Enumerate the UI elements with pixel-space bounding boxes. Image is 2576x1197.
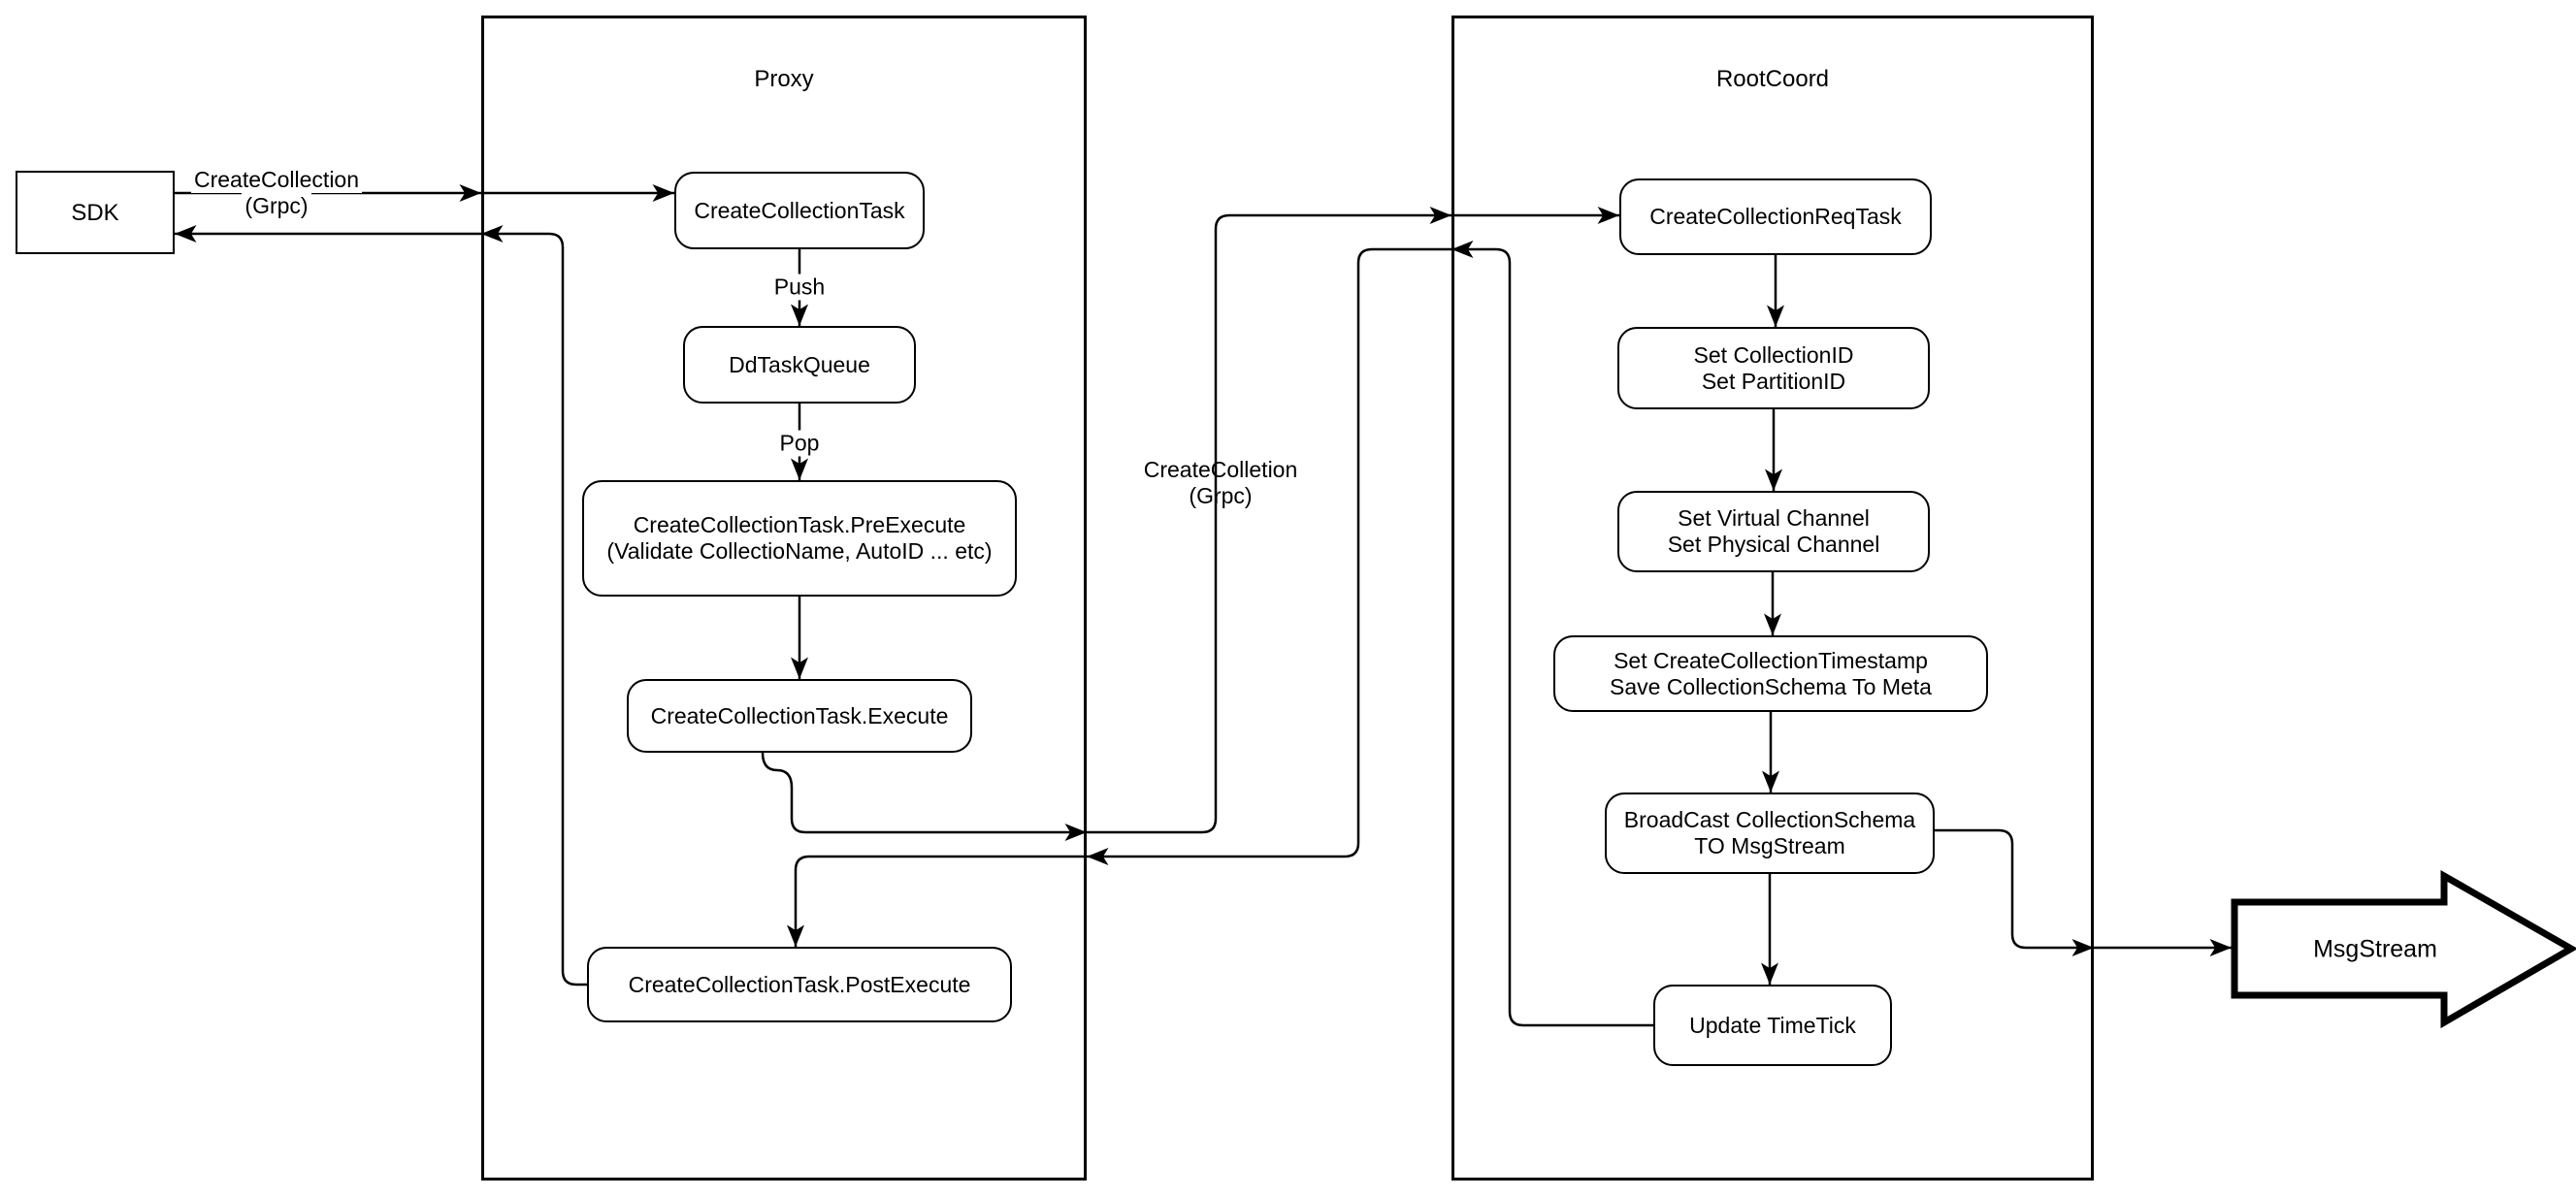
set-ids-label-line2: Set PartitionID	[1701, 368, 1846, 394]
broadcast-label-line2: TO MsgStream	[1694, 833, 1845, 858]
broadcast-node: BroadCast CollectionSchema TO MsgStream	[1605, 793, 1935, 874]
dd-task-queue-node: DdTaskQueue	[683, 326, 916, 404]
execute-node: CreateCollectionTask.Execute	[627, 679, 972, 753]
set-timestamp-label-line1: Set CreateCollectionTimestamp	[1614, 647, 1928, 673]
create-collection-task-node: CreateCollectionTask	[674, 172, 925, 249]
proxy-container: Proxy	[481, 16, 1087, 1181]
push-edge-label-text: Push	[770, 274, 829, 301]
update-timetick-node: Update TimeTick	[1653, 985, 1892, 1066]
rootcoord-title: RootCoord	[1715, 66, 1830, 92]
sdk-label: SDK	[71, 199, 119, 226]
post-execute-label: CreateCollectionTask.PostExecute	[628, 971, 971, 997]
sdk-node: SDK	[16, 171, 175, 254]
msgstream-label: MsgStream	[2313, 935, 2437, 963]
proxy-grpc-edge-label-line2: (Grpc)	[1189, 483, 1253, 508]
pre-execute-label-line2: (Validate CollectioName, AutoID ... etc)	[606, 538, 993, 564]
set-timestamp-node: Set CreateCollectionTimestamp Save Colle…	[1553, 635, 1988, 712]
sdk-grpc-edge-label: CreateCollection (Grpc)	[190, 167, 363, 219]
set-timestamp-label-line2: Save CollectionSchema To Meta	[1610, 673, 1932, 699]
set-channels-node: Set Virtual Channel Set Physical Channel	[1617, 491, 1930, 572]
proxy-grpc-edge-label: CreateColletion (Grpc)	[1144, 457, 1298, 509]
sdk-grpc-edge-label-line1: CreateCollection	[190, 167, 363, 193]
post-execute-node: CreateCollectionTask.PostExecute	[587, 947, 1012, 1022]
update-timetick-label: Update TimeTick	[1689, 1012, 1856, 1038]
set-channels-label-line2: Set Physical Channel	[1667, 532, 1880, 557]
edge-execute-out	[761, 752, 1087, 841]
pop-edge-label: Pop	[776, 430, 823, 457]
set-ids-label-line1: Set CollectionID	[1693, 341, 1854, 368]
push-edge-label: Push	[770, 274, 829, 301]
msgstream-arrow-shape	[2231, 869, 2576, 1029]
edge-timetick-return-a	[1451, 241, 1653, 1027]
create-collection-task-label: CreateCollectionTask	[694, 197, 905, 223]
edge-return-into-postexecute	[787, 855, 1087, 947]
edge-request-up	[1087, 207, 1451, 834]
proxy-grpc-edge-label-line1: CreateColletion	[1143, 457, 1298, 482]
proxy-title: Proxy	[754, 66, 814, 92]
edge-postexecute-return	[481, 225, 587, 987]
broadcast-label-line1: BroadCast CollectionSchema	[1623, 807, 1916, 832]
set-channels-label-line1: Set Virtual Channel	[1678, 505, 1870, 531]
set-ids-node: Set CollectionID Set PartitionID	[1617, 327, 1930, 409]
sdk-grpc-edge-label-line2: (Grpc)	[242, 193, 311, 219]
pop-edge-label-text: Pop	[776, 430, 823, 457]
pre-execute-node: CreateCollectionTask.PreExecute (Validat…	[582, 480, 1017, 597]
execute-label: CreateCollectionTask.Execute	[650, 702, 949, 728]
dd-task-queue-label: DdTaskQueue	[729, 351, 870, 377]
rootcoord-container: RootCoord	[1451, 16, 2094, 1181]
create-collection-req-task-label: CreateCollectionReqTask	[1649, 204, 1902, 229]
pre-execute-label-line1: CreateCollectionTask.PreExecute	[633, 512, 966, 537]
edge-broadcast-out	[1935, 828, 2094, 956]
create-collection-req-task-node: CreateCollectionReqTask	[1619, 178, 1932, 255]
edge-timetick-return-b	[1087, 247, 1451, 865]
